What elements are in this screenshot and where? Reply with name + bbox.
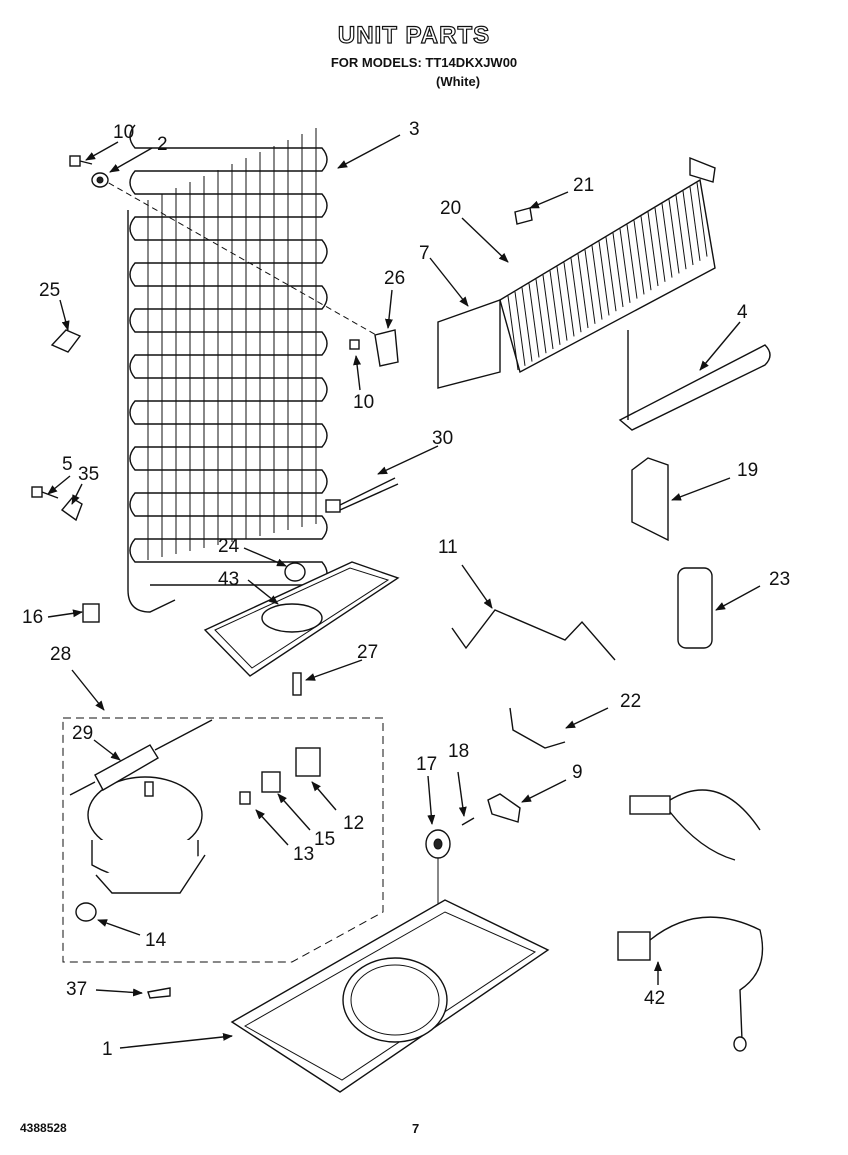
drain-pan <box>203 561 400 677</box>
bracket-9-icon <box>487 793 521 823</box>
screw-icon <box>69 155 93 167</box>
callout-25: 25 <box>39 280 60 301</box>
callout-17: 17 <box>416 754 437 775</box>
callout-14: 14 <box>145 930 167 951</box>
callout-15: 15 <box>314 829 335 850</box>
mounting-bracket-icon <box>349 329 399 367</box>
callout-2: 2 <box>157 134 168 155</box>
compressor <box>87 776 206 894</box>
filter-drier <box>69 719 213 796</box>
callout-19: 19 <box>737 460 758 481</box>
callout-27: 27 <box>357 642 378 663</box>
callout-11: 11 <box>438 537 458 558</box>
callout-1: 1 <box>102 1039 113 1060</box>
clip-icon <box>82 603 100 623</box>
callout-9: 9 <box>572 762 583 783</box>
callout-42: 42 <box>644 988 665 1009</box>
callout-10a: 10 <box>113 122 134 143</box>
roller-icon <box>425 829 451 859</box>
condenser-coil <box>127 124 328 613</box>
document-number: 4388528 <box>20 1121 67 1135</box>
callout-5: 5 <box>62 454 73 475</box>
insulation-block-23 <box>677 567 713 649</box>
callout-23: 23 <box>769 569 790 590</box>
callout-3: 3 <box>409 119 420 140</box>
color-variant: (White) <box>436 74 481 89</box>
callout-13: 13 <box>293 844 314 865</box>
overload-icon <box>295 747 321 777</box>
clip-37-icon <box>147 987 171 999</box>
callout-labels: 1 2 3 4 5 7 9 10 10 11 12 13 14 15 16 17… <box>22 119 790 1060</box>
callout-28: 28 <box>50 644 71 665</box>
evaporator-coil <box>437 156 716 389</box>
callout-4: 4 <box>737 302 748 323</box>
drain-tube <box>451 609 616 661</box>
tube-22 <box>509 707 566 749</box>
wiring-harness <box>617 789 764 1052</box>
callout-18: 18 <box>448 741 469 762</box>
callout-7: 7 <box>419 243 430 264</box>
callout-12: 12 <box>343 813 364 834</box>
relay-icon <box>261 771 281 793</box>
washer-icon <box>91 172 109 188</box>
callout-37: 37 <box>66 979 87 1000</box>
callout-43: 43 <box>218 569 239 590</box>
harness-connector-icon <box>325 477 399 513</box>
base-pan <box>230 899 550 1093</box>
callout-24: 24 <box>218 536 240 557</box>
callout-30: 30 <box>432 428 453 449</box>
terminal-icon <box>239 791 251 805</box>
callout-16: 16 <box>22 607 43 628</box>
callout-26: 26 <box>384 268 405 289</box>
bracket-icon <box>50 329 82 353</box>
defrost-heater <box>618 344 771 431</box>
callout-10b: 10 <box>353 392 374 413</box>
callout-21: 21 <box>573 175 594 196</box>
screw-clip-icon <box>31 486 83 522</box>
leader-arrows <box>47 134 761 1049</box>
callout-20: 20 <box>440 198 461 219</box>
grommet-icon <box>75 902 97 922</box>
callout-35: 35 <box>78 464 99 485</box>
page-title: UNIT PARTS <box>337 21 491 49</box>
model-line: FOR MODELS: TT14DKXJW00 <box>330 55 518 70</box>
callout-22: 22 <box>620 691 641 712</box>
insulation-block-19 <box>631 457 669 542</box>
callout-29: 29 <box>72 723 93 744</box>
page-number: 7 <box>412 1121 420 1136</box>
